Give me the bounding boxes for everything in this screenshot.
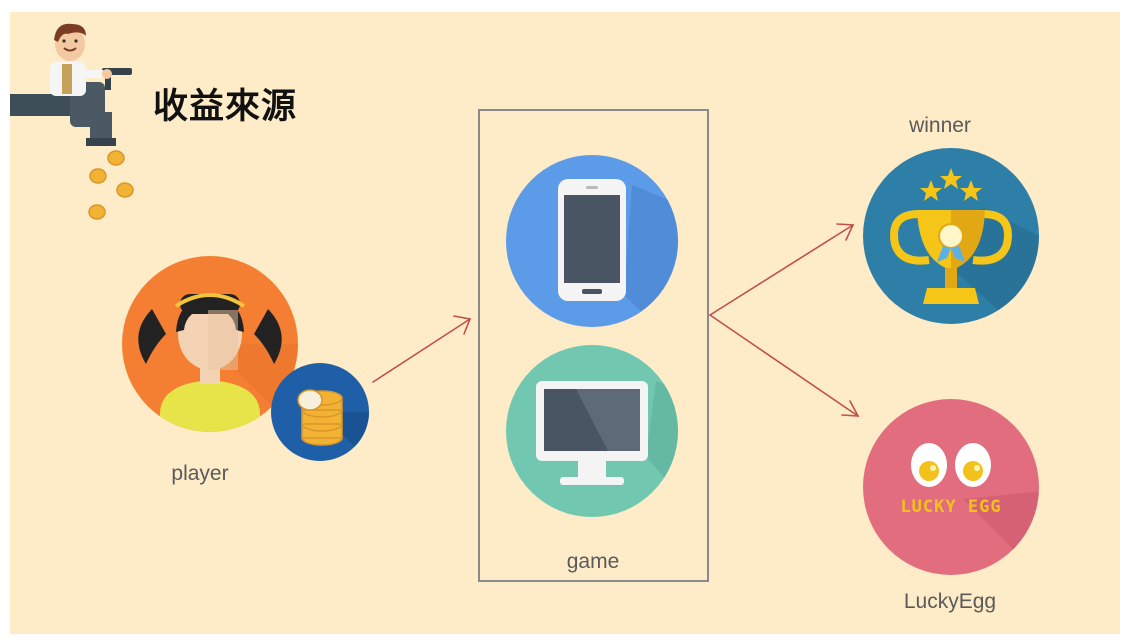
flow-arrows bbox=[372, 223, 860, 417]
arrow-game-to-winner bbox=[709, 224, 854, 316]
arrowhead-game-to-winner bbox=[836, 223, 855, 241]
faucet-businessman-icon bbox=[10, 23, 134, 220]
lucky-egg-label: LuckyEgg bbox=[903, 590, 997, 613]
arrow-game-to-luckyegg bbox=[709, 314, 859, 417]
monitor-icon bbox=[506, 345, 678, 517]
arrowhead-player-to-game bbox=[453, 315, 472, 335]
arrowhead-game-to-luckyegg bbox=[841, 400, 860, 417]
lucky-egg-icon bbox=[863, 399, 1039, 575]
arrow-player-to-game bbox=[372, 318, 471, 383]
falling-coins bbox=[88, 150, 134, 220]
game-label: game bbox=[566, 550, 620, 573]
trophy-icon bbox=[863, 148, 1039, 324]
player-label: player bbox=[171, 462, 229, 485]
smartphone-icon bbox=[506, 155, 678, 327]
winner-label: winner bbox=[909, 114, 971, 137]
page-title: 收益來源 bbox=[153, 87, 298, 127]
game-box bbox=[478, 109, 709, 582]
coin-stack-icon bbox=[271, 363, 369, 461]
slide: 收益來源 bbox=[10, 12, 1120, 634]
lucky-egg-logo-text: LUCKY EGG bbox=[900, 497, 1002, 517]
